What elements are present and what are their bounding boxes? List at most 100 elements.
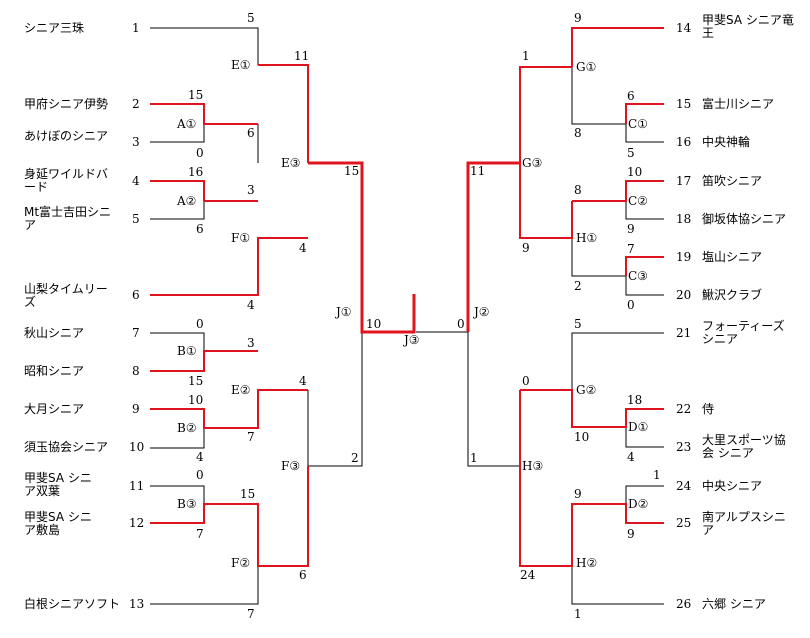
team-name: 笛吹シニア	[702, 174, 763, 188]
match-label: D②	[628, 497, 649, 511]
team-name: 中央神輪	[702, 135, 751, 149]
match-label: D①	[628, 420, 649, 434]
score: 15	[188, 88, 204, 102]
score: 15	[188, 374, 204, 388]
seed-number: 6	[132, 288, 140, 302]
score: 7	[247, 430, 255, 444]
match-label: C①	[628, 117, 648, 131]
score: 1	[470, 451, 478, 465]
match-label: A①	[177, 117, 197, 131]
match-label: A②	[177, 194, 197, 208]
team-name: 鰍沢クラブ	[702, 288, 763, 302]
score: 15	[240, 487, 256, 501]
match-label: J②	[474, 305, 490, 319]
seed-number: 9	[132, 402, 140, 416]
score: 3	[247, 183, 255, 197]
match-label: E①	[231, 58, 251, 72]
score: 0	[627, 298, 635, 312]
seed-number: 21	[676, 326, 692, 340]
score: 4	[627, 450, 635, 464]
team-name: 中央シニア	[702, 479, 763, 493]
score: 6	[247, 126, 255, 140]
match-label: B①	[177, 344, 197, 358]
match-label: C②	[628, 194, 648, 208]
score: 0	[196, 468, 204, 482]
match-label: H②	[576, 556, 598, 570]
seed-number: 7	[132, 326, 140, 340]
team-name: シニア三珠	[24, 21, 85, 35]
seed-number: 23	[676, 440, 692, 454]
score: 5	[574, 317, 582, 331]
team-name: 甲斐SA シニア敷島	[24, 510, 92, 537]
team-name: 秋山シニア	[24, 326, 85, 340]
seed-number: 1	[132, 21, 140, 35]
score: 3	[247, 336, 255, 350]
score: 10	[574, 430, 590, 444]
match-label: H①	[576, 231, 598, 245]
score: 5	[627, 146, 635, 160]
match-label: B②	[177, 421, 197, 435]
seed-number: 18	[676, 212, 692, 226]
score: 6	[299, 568, 307, 582]
score: 15	[344, 164, 360, 178]
score: 7	[247, 607, 255, 621]
score: 0	[522, 374, 530, 388]
score: 10	[366, 317, 382, 331]
team-name: あけぼのシニア	[24, 129, 109, 143]
seed-number: 10	[129, 440, 145, 454]
score: 7	[627, 242, 635, 256]
team-name: 塩山シニア	[702, 250, 763, 264]
seed-number: 8	[132, 364, 140, 378]
score: 16	[188, 165, 204, 179]
team-name: 侍	[702, 402, 715, 416]
score: 4	[299, 374, 307, 388]
team-name: 昭和シニア	[24, 364, 85, 378]
team-name: 甲斐SA シニア竜王	[702, 13, 794, 40]
match-label: B③	[177, 497, 197, 511]
score: 9	[627, 527, 635, 541]
team-name: 身延ワイルドバード	[24, 167, 109, 194]
score: 2	[574, 279, 582, 293]
seed-number: 19	[676, 250, 692, 264]
score: 4	[247, 298, 255, 312]
team-name: 富士川シニア	[702, 97, 775, 111]
score: 5	[247, 11, 255, 25]
seed-number: 16	[676, 135, 692, 149]
seed-number: 25	[676, 516, 692, 530]
score: 7	[196, 527, 204, 541]
score: 10	[188, 393, 204, 407]
team-name: 六郷 シニア	[702, 597, 766, 611]
match-label: G②	[576, 383, 597, 397]
score: 9	[574, 487, 582, 501]
score: 6	[196, 222, 204, 236]
score: 1	[574, 607, 582, 621]
match-label: F①	[231, 231, 251, 245]
team-name: 南アルプスシニア	[702, 510, 786, 537]
score: 9	[522, 241, 530, 255]
score: 0	[196, 317, 204, 331]
score: 24	[520, 568, 536, 582]
score: 18	[627, 393, 643, 407]
seed-number: 11	[129, 479, 145, 493]
seed-number: 17	[676, 174, 692, 188]
score: 0	[457, 317, 465, 331]
team-name: 甲府シニア伊勢	[24, 97, 109, 111]
score: 8	[574, 183, 582, 197]
seed-number: 22	[676, 402, 692, 416]
team-name: 白根シニアソフト	[24, 597, 121, 611]
match-label: J③	[404, 333, 420, 347]
team-name: Mt富士吉田シニア	[24, 205, 112, 232]
score: 11	[470, 164, 486, 178]
score: 8	[574, 126, 582, 140]
seed-number: 26	[676, 597, 692, 611]
match-label: F③	[281, 459, 301, 473]
seed-number: 20	[676, 288, 692, 302]
team-name: 大里スポーツ協会 シニア	[702, 433, 786, 460]
score: 10	[627, 165, 643, 179]
score: 1	[653, 468, 661, 482]
team-name: フォーティーズシニア	[702, 319, 785, 346]
seed-number: 3	[132, 135, 140, 149]
match-label: F②	[231, 556, 251, 570]
score: 11	[294, 49, 310, 63]
